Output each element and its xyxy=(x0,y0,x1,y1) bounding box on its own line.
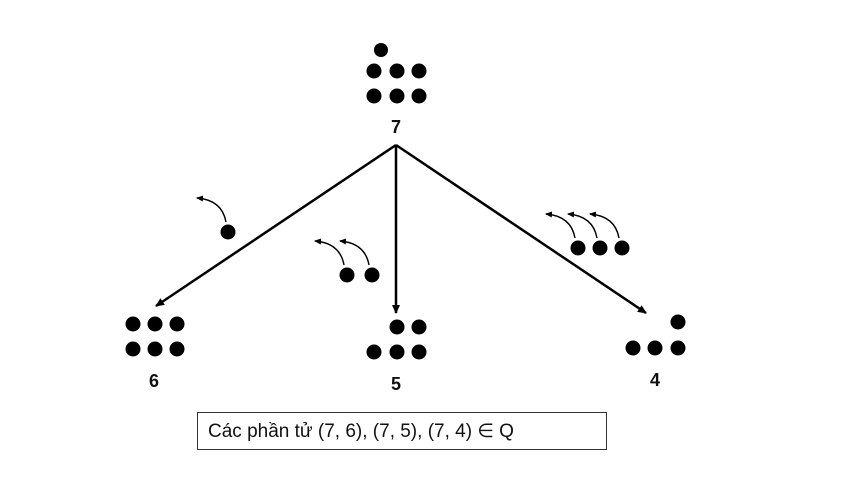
removed-dots-left xyxy=(196,195,236,240)
dot xyxy=(389,344,405,360)
curved-arrow-icon xyxy=(196,195,227,223)
top-node-label: 7 xyxy=(391,117,401,137)
left-node-dots xyxy=(125,316,185,357)
dot xyxy=(411,88,427,104)
dot xyxy=(169,341,185,357)
arrow-to-6 xyxy=(155,143,397,308)
dot xyxy=(389,319,405,335)
arrow-to-4 xyxy=(395,143,647,315)
dot xyxy=(366,88,382,104)
curved-arrow-icon xyxy=(545,211,576,239)
removed-dots-middle xyxy=(314,238,380,283)
dot xyxy=(169,316,185,332)
dot xyxy=(125,341,141,357)
curved-arrow-icon xyxy=(567,211,598,239)
dot xyxy=(411,344,427,360)
caption-box: Các phần tử (7, 6), (7, 5), (7, 4) ∈ Q xyxy=(197,412,607,450)
dot xyxy=(366,63,382,79)
middle-node-dots xyxy=(366,319,427,360)
right-node-dots xyxy=(625,314,686,356)
removed-dots-right xyxy=(545,211,630,256)
removed-dot xyxy=(364,267,380,283)
curved-arrow-icon xyxy=(339,238,370,266)
middle-node-label: 5 xyxy=(391,374,401,394)
right-node-label: 4 xyxy=(650,370,660,390)
removed-dot xyxy=(570,240,586,256)
dot xyxy=(647,340,663,356)
dot xyxy=(125,316,141,332)
dot xyxy=(670,340,686,356)
removed-dot xyxy=(614,240,630,256)
removed-dot xyxy=(339,267,355,283)
caption-text: Các phần tử (7, 6), (7, 5), (7, 4) ∈ Q xyxy=(208,420,514,442)
left-node-label: 6 xyxy=(149,371,159,391)
dot xyxy=(411,63,427,79)
curved-arrow-icon xyxy=(314,238,345,266)
dot xyxy=(147,316,163,332)
top-node-dots xyxy=(366,43,427,104)
dot xyxy=(366,344,382,360)
dot xyxy=(389,63,405,79)
removed-dot xyxy=(592,240,608,256)
dot xyxy=(389,88,405,104)
dot xyxy=(374,43,388,57)
branch-arrows xyxy=(155,143,647,315)
dot xyxy=(670,314,686,330)
removed-dot xyxy=(220,224,236,240)
dot xyxy=(147,341,163,357)
curved-arrow-icon xyxy=(589,211,620,239)
dot xyxy=(625,340,641,356)
dot xyxy=(411,319,427,335)
